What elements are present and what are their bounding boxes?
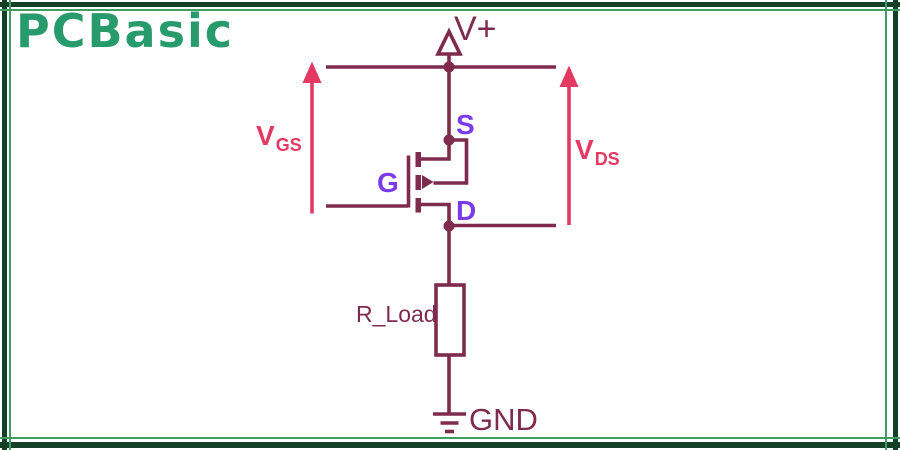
drain-terminal-label: D xyxy=(456,195,477,226)
supply-arrow-symbol xyxy=(435,27,463,56)
frame-light-right xyxy=(885,0,887,450)
vgs-label: VGS xyxy=(256,120,302,155)
measurement-arrow-heads xyxy=(302,61,579,87)
ground-label: GND xyxy=(469,402,538,437)
measurement-arrow-lines xyxy=(310,78,571,225)
pcbasic-logo: PCBasic xyxy=(16,4,234,58)
gate-terminal-label: G xyxy=(377,167,399,198)
frame-dark-bottom xyxy=(0,442,900,448)
resistor-body xyxy=(434,283,466,357)
vgs-label-subscript: GS xyxy=(275,135,302,155)
frame-light-top xyxy=(0,9,900,11)
channel-bar-top xyxy=(415,152,421,167)
resistor-label: R_Load xyxy=(356,301,437,327)
junction-dot-source xyxy=(443,134,455,146)
vds-label: VDS xyxy=(575,134,620,169)
body-diode-arrow-icon xyxy=(422,175,434,189)
vgs-label-base: V xyxy=(256,120,275,151)
junction-dot-drain xyxy=(443,220,455,232)
channel-bar-middle xyxy=(415,175,421,190)
source-terminal-label: S xyxy=(456,109,475,140)
vgs-arrowhead-icon xyxy=(302,61,322,83)
wires xyxy=(326,27,556,434)
vds-arrowhead-icon xyxy=(559,65,579,87)
frame-dark-right xyxy=(893,0,898,450)
vds-label-base: V xyxy=(575,134,594,165)
vds-label-subscript: DS xyxy=(594,149,620,169)
frame-light-left xyxy=(9,0,11,450)
junction-dot-supply xyxy=(443,61,455,73)
frame-dark-top xyxy=(0,2,900,7)
bottom-plate-to-drain-wire xyxy=(421,202,451,226)
frame-light-bottom xyxy=(0,437,900,439)
frame-dark-left xyxy=(2,0,7,450)
supply-label: V+ xyxy=(454,10,497,48)
source-body-tie-wire xyxy=(433,138,469,185)
source-to-top-plate-wire xyxy=(421,142,451,161)
channel-bar-bottom xyxy=(415,198,421,213)
mosfet-filled-parts xyxy=(415,61,455,232)
